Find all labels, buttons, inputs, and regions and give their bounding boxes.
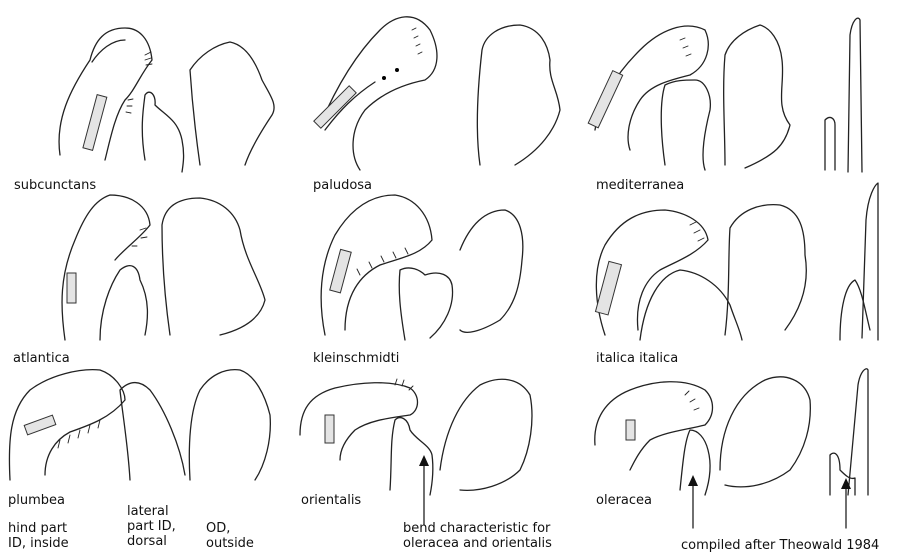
legend-od: OD, outside (206, 521, 254, 551)
orientalis-drawing (299, 378, 533, 496)
subcunctans-drawing (58, 27, 275, 173)
label-mediterranea: mediterranea (596, 178, 685, 193)
oleracea-arrow (688, 475, 698, 529)
annotation-bend: bend characteristic for oleracea and ori… (403, 521, 552, 551)
label-orientalis: orientalis (301, 493, 362, 508)
label-plumbea: plumbea (8, 493, 65, 508)
oleracea-drawing (594, 368, 869, 496)
label-kleinschmidti: kleinschmidti (313, 351, 400, 366)
label-italica-italica: italica italica (596, 351, 679, 366)
atlantica-drawing (61, 194, 266, 341)
annotation-credit: compiled after Theowald 1984 (681, 538, 880, 553)
kleinschmidti-drawing (320, 194, 524, 341)
oleracea-od-arrow (841, 478, 851, 529)
legend-hind-part: hind part ID, inside (8, 521, 69, 551)
bend-arrow (419, 455, 429, 526)
label-atlantica: atlantica (13, 351, 70, 366)
label-oleracea: oleracea (596, 493, 652, 508)
legend-lateral-part: lateral part ID, dorsal (127, 504, 176, 549)
paludosa-drawing (313, 16, 561, 171)
italica-italica-drawing (594, 182, 879, 341)
label-subcunctans: subcunctans (14, 178, 97, 193)
label-paludosa: paludosa (313, 178, 373, 193)
plumbea-drawing (8, 369, 271, 481)
mediterranea-drawing (587, 17, 863, 173)
